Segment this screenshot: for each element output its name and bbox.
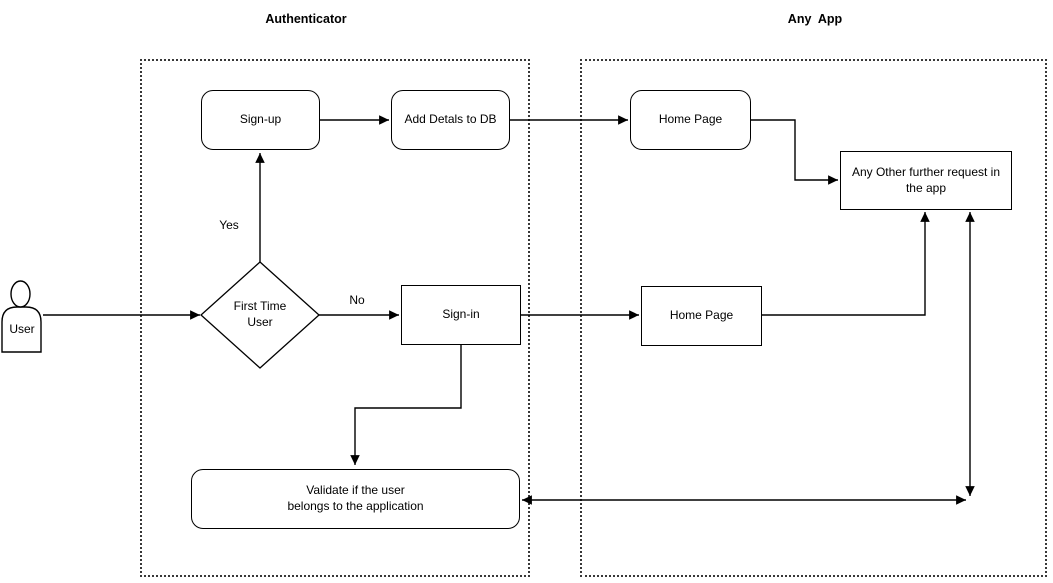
sign-in-label: Sign-in — [442, 307, 480, 322]
sign-up-label: Sign-up — [239, 112, 282, 127]
authenticator-lane-title: Authenticator — [265, 12, 347, 26]
any-other-request-label: Any Other further request in the app — [851, 164, 1001, 195]
sign-up-node: Sign-up — [201, 90, 320, 150]
home-page-mid-label: Home Page — [669, 308, 734, 323]
edge-signin-to-validate — [350, 345, 462, 465]
user-actor-icon — [1, 280, 42, 353]
first-time-user-decision-label: First Time User — [204, 292, 316, 338]
authenticator-container — [140, 59, 530, 577]
home-page-top-label: Home Page — [658, 112, 723, 127]
first-time-user-decision-shape — [200, 261, 320, 369]
validate-user-node: Validate if the user belongs to the appl… — [191, 469, 520, 529]
any-app-container — [580, 59, 1047, 577]
sign-in-node: Sign-in — [401, 285, 521, 345]
validate-label-line2: belongs to the application — [287, 499, 424, 513]
edge-homepage-mid-to-request — [762, 212, 930, 316]
decision-label-line1: First Time — [233, 299, 287, 314]
home-page-mid-node: Home Page — [641, 286, 762, 346]
decision-label-line2: User — [247, 315, 273, 329]
user-actor-label: User — [9, 322, 35, 336]
validate-label-line1: Validate if the user — [306, 483, 405, 498]
yes-edge-label: Yes — [217, 218, 241, 232]
any-app-lane-title: Any App — [787, 12, 843, 26]
no-edge-label: No — [347, 293, 367, 307]
add-details-to-db-label: Add Detals to DB — [404, 112, 497, 127]
home-page-top-node: Home Page — [630, 90, 751, 150]
add-details-to-db-node: Add Detals to DB — [391, 90, 510, 150]
edge-homepage-top-to-request — [751, 119, 838, 185]
any-other-request-node: Any Other further request in the app — [840, 151, 1012, 210]
